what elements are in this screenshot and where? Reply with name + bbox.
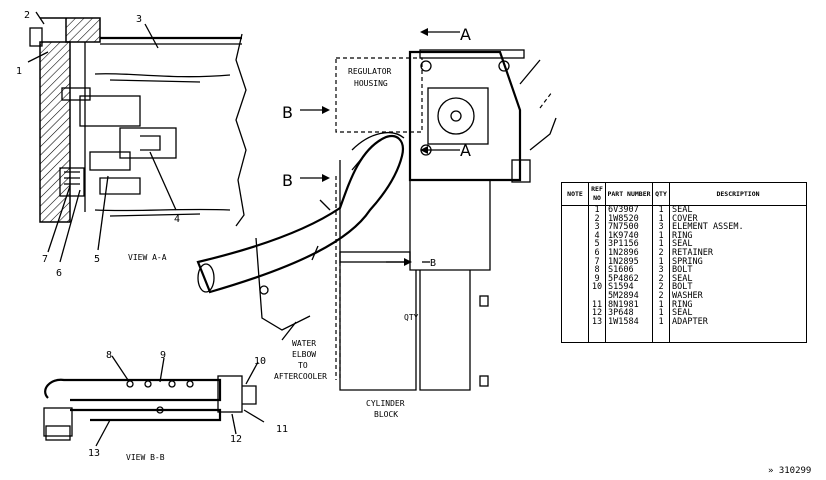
note-cell [561,248,589,258]
callout-11: 11 [276,424,288,435]
note-cell [561,231,589,241]
section-a-top: A [460,25,471,44]
description-cell: WASHER [669,292,807,301]
main-assembly-drawing [196,28,557,391]
view-labels: VIEW A-A VIEW B-B REGULATOR HOUSING WATE… [126,67,419,462]
qty-cell: 1 [652,318,670,343]
callout-10: 10 [254,356,266,367]
water-elbow-label-4: AFTERCOOLER [274,372,327,381]
callout-5: 5 [94,254,100,265]
callout-12: 12 [230,434,242,445]
description-cell: SEAL [669,240,807,249]
note-cell [561,266,589,275]
description-cell: ELEMENT ASSEM. [669,223,807,232]
description-cell: BOLT [669,266,807,275]
block-mark: QTY [404,313,419,322]
callout-6: 6 [56,268,62,279]
callout-8: 8 [106,350,112,361]
description-cell: SEAL [669,205,807,215]
callout-numbers: 2 1 3 4 5 6 7 8 9 10 11 12 13 [16,10,288,459]
note-cell [561,240,589,249]
note-cell [561,257,589,267]
description-cell: RETAINER [669,249,807,258]
note-cell [561,274,589,284]
parts-table: NOTE REF NO PART NUMBER QTY DESCRIPTION … [561,182,807,343]
description-cell: RING [669,232,807,241]
section-b-top: B [282,103,293,122]
description-cell: COVER [669,214,807,224]
callout-1: 1 [16,66,22,77]
section-b-bottom: B [282,171,293,190]
col-qty: QTY [652,182,670,206]
water-elbow-label-3: TO [298,361,308,370]
view-bb-drawing [43,355,265,447]
view-aa-label: VIEW A-A [128,253,167,262]
section-arrow-letter: B [430,258,436,269]
part-number-cell: 1W1584 [605,318,653,343]
cylinder-block-label-1: CYLINDER [366,399,405,408]
note-cell [561,214,589,224]
view-bb-label: VIEW B-B [126,453,165,462]
description-cell: ADAPTER [669,318,807,343]
description-cell: RING [669,300,807,310]
description-cell: SPRING [669,257,807,267]
note-cell [561,309,589,318]
view-aa-drawing [27,11,247,263]
section-a-bottom: A [460,141,471,160]
note-cell [561,283,589,292]
description-cell: SEAL [669,275,807,284]
col-description: DESCRIPTION [669,182,807,206]
water-elbow-label-2: ELBOW [292,350,316,359]
ref-cell: 10 [588,283,606,292]
note-cell [561,291,589,301]
col-note: NOTE [561,182,589,206]
callout-2: 2 [24,10,30,21]
figure-number: » 310299 [768,466,812,476]
col-ref-no: REF NO [588,182,606,206]
note-cell [561,300,589,310]
cylinder-block-label-2: BLOCK [374,410,398,419]
regulator-housing-label-1: REGULATOR [348,67,392,76]
callout-9: 9 [160,350,166,361]
note-cell [561,317,589,343]
description-cell: BOLT [669,283,807,292]
ref-cell: 13 [588,318,606,343]
callout-7: 7 [42,254,48,265]
section-markers: A A B B B [282,25,471,269]
note-cell [561,223,589,232]
callout-4: 4 [174,214,180,225]
note-cell [561,205,589,215]
col-part-number: PART NUMBER [605,182,653,206]
callout-13: 13 [88,448,100,459]
callout-3: 3 [136,14,142,25]
parts-table-header: NOTE REF NO PART NUMBER QTY DESCRIPTION [561,182,807,206]
water-elbow-label-1: WATER [292,339,316,348]
regulator-housing-label-2: HOUSING [354,79,388,88]
description-cell: SEAL [669,309,807,318]
